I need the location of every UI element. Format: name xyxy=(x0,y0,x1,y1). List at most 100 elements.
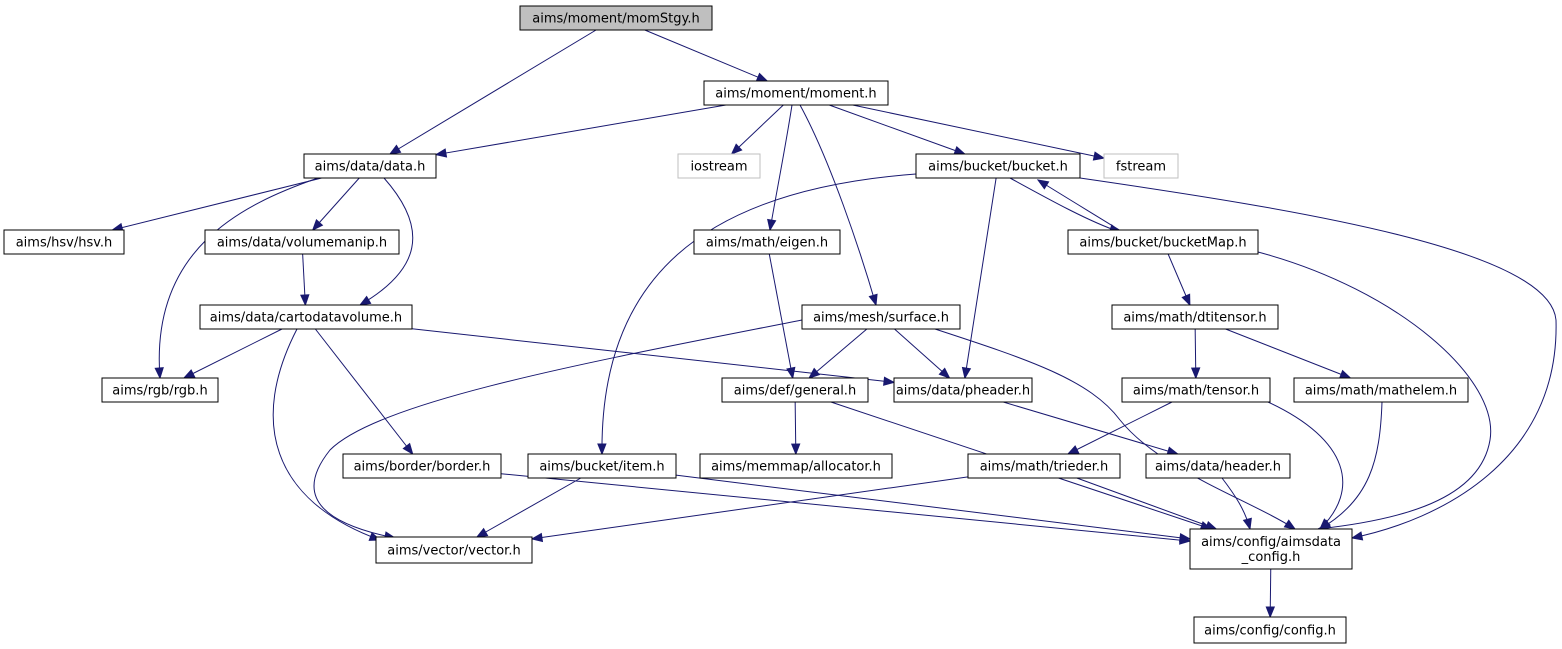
node-momstgy[interactable]: aims/moment/momStgy.h xyxy=(519,5,713,31)
edge-trieder-to-aimsdataconfig xyxy=(1076,477,1218,530)
node-box[interactable] xyxy=(693,229,841,255)
edge-momstgy-to-moment xyxy=(644,29,769,82)
node-box[interactable] xyxy=(1121,377,1271,403)
edge-arrowhead xyxy=(767,218,777,232)
edge-header-to-aimsdataconfig xyxy=(1221,477,1252,531)
edge-arrowhead xyxy=(868,293,878,307)
node-box[interactable] xyxy=(101,377,219,403)
node-label: aims/bucket/bucketMap.h xyxy=(1079,236,1246,251)
edge-line xyxy=(389,29,597,155)
edge-arrowhead xyxy=(434,148,448,158)
node-mathelem[interactable]: aims/math/mathelem.h xyxy=(1293,377,1469,403)
edge-arrowhead xyxy=(953,145,967,155)
node-label: aims/data/volumemanip.h xyxy=(217,236,387,251)
node-label: aims/memmap/allocator.h xyxy=(711,460,881,475)
edge-line xyxy=(852,104,1105,159)
node-bucketmap[interactable]: aims/bucket/bucketMap.h xyxy=(1067,229,1259,255)
node-box[interactable] xyxy=(699,453,893,479)
node-tensor[interactable]: aims/math/tensor.h xyxy=(1121,377,1271,403)
edge-border-to-aimsdataconfig xyxy=(500,473,1192,545)
node-box[interactable] xyxy=(342,453,502,479)
edge-surface-to-aimsdataconfig xyxy=(934,328,1297,530)
node-box[interactable] xyxy=(893,377,1033,403)
node-general[interactable]: aims/def/general.h xyxy=(721,377,869,403)
edge-line xyxy=(1003,401,1178,455)
edge-arrowhead xyxy=(402,442,414,456)
node-label: aims/data/header.h xyxy=(1155,460,1281,475)
edge-momstgy-to-data xyxy=(388,29,597,155)
edge-line xyxy=(314,328,414,455)
edge-data-to-rgb xyxy=(154,177,319,380)
node-config[interactable]: aims/config/config.h xyxy=(1193,616,1347,644)
node-fstream[interactable]: fstream xyxy=(1103,153,1179,179)
edge-line xyxy=(829,104,965,155)
edge-moment-to-fstream xyxy=(852,104,1106,161)
edge-data-to-cartodatavolume xyxy=(358,177,414,306)
node-bucket[interactable]: aims/bucket/bucket.h xyxy=(915,153,1081,179)
edge-eigen-to-general xyxy=(768,253,796,380)
node-pheader[interactable]: aims/data/pheader.h xyxy=(893,377,1033,403)
node-box[interactable] xyxy=(204,229,400,255)
node-hsv[interactable]: aims/hsv/hsv.h xyxy=(3,229,125,255)
node-box[interactable] xyxy=(801,304,961,330)
node-moment[interactable]: aims/moment/moment.h xyxy=(703,80,889,106)
node-box[interactable] xyxy=(527,453,677,479)
node-box[interactable] xyxy=(1293,377,1469,403)
node-label: aims/bucket/bucket.h xyxy=(928,160,1068,175)
node-box[interactable] xyxy=(199,304,413,330)
edge-arrowhead xyxy=(755,72,769,82)
node-aimsdataconfig[interactable]: aims/config/aimsdata_config.h xyxy=(1189,528,1353,570)
node-box[interactable] xyxy=(1067,229,1259,255)
edge-line xyxy=(158,177,319,379)
node-box[interactable] xyxy=(915,153,1081,179)
edge-line xyxy=(359,177,414,306)
edge-line xyxy=(1067,401,1173,455)
node-dtitensor[interactable]: aims/math/dtitensor.h xyxy=(1111,304,1279,330)
edge-arrowhead xyxy=(1283,519,1297,530)
node-box[interactable] xyxy=(1193,616,1347,644)
node-volumemanip[interactable]: aims/data/volumemanip.h xyxy=(204,229,400,255)
node-label: aims/data/pheader.h xyxy=(896,384,1030,399)
node-box[interactable] xyxy=(303,153,437,179)
edge-line xyxy=(1225,328,1351,379)
node-iostream[interactable]: iostream xyxy=(677,153,761,179)
edge-cartodatavolume-to-rgb xyxy=(182,328,283,379)
node-item[interactable]: aims/bucket/item.h xyxy=(527,453,677,479)
edge-cartodatavolume-to-vector xyxy=(272,328,382,541)
edge-line xyxy=(112,177,322,231)
edge-line xyxy=(1257,251,1492,530)
node-box[interactable] xyxy=(1111,304,1279,330)
edge-arrowhead xyxy=(790,443,801,456)
node-trieder[interactable]: aims/math/trieder.h xyxy=(967,453,1121,479)
edge-data-to-hsv xyxy=(111,177,322,233)
node-rgb[interactable]: aims/rgb/rgb.h xyxy=(101,377,219,403)
edge-arrowhead xyxy=(358,295,372,306)
node-surface[interactable]: aims/mesh/surface.h xyxy=(801,304,961,330)
node-box[interactable] xyxy=(1145,453,1291,479)
node-box[interactable] xyxy=(703,80,889,106)
node-box[interactable] xyxy=(3,229,125,255)
node-eigen[interactable]: aims/math/eigen.h xyxy=(693,229,841,255)
edge-arrowhead xyxy=(182,369,196,379)
node-label: aims/moment/momStgy.h xyxy=(532,12,699,27)
node-data[interactable]: aims/data/data.h xyxy=(303,153,437,179)
node-box[interactable] xyxy=(375,536,533,564)
edge-arrowhead xyxy=(786,366,796,380)
node-cartodatavolume[interactable]: aims/data/cartodatavolume.h xyxy=(199,304,413,330)
edge-line xyxy=(435,104,727,156)
node-border[interactable]: aims/border/border.h xyxy=(342,453,502,479)
node-header[interactable]: aims/data/header.h xyxy=(1145,453,1291,479)
node-box[interactable] xyxy=(1189,528,1353,570)
edge-mathelem-to-aimsdataconfig xyxy=(1318,401,1383,530)
edge-line xyxy=(675,474,1191,540)
node-label: fstream xyxy=(1116,160,1166,175)
node-box[interactable] xyxy=(1103,153,1179,179)
node-box[interactable] xyxy=(677,153,761,179)
edge-line xyxy=(1076,477,1217,530)
node-vector[interactable]: aims/vector/vector.h xyxy=(375,536,533,564)
node-allocator[interactable]: aims/memmap/allocator.h xyxy=(699,453,893,479)
edge-arrowhead xyxy=(1066,445,1080,455)
node-box[interactable] xyxy=(721,377,869,403)
node-box[interactable] xyxy=(967,453,1121,479)
node-box[interactable] xyxy=(519,5,713,31)
